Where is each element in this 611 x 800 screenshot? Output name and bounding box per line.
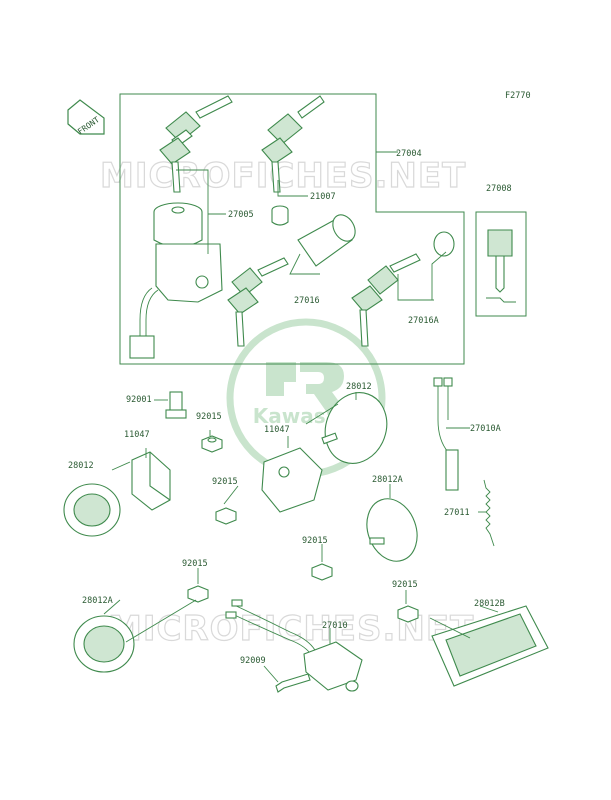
label-27005: 27005 xyxy=(228,210,254,220)
bracket-11047-middle xyxy=(261,447,323,513)
label-92015-c: 92015 xyxy=(302,536,328,546)
cap-21007 xyxy=(271,205,289,226)
figure-code: F2770 xyxy=(505,91,531,101)
key-pair-upper-left xyxy=(159,95,233,193)
label-28012a-left: 28012A xyxy=(82,596,113,606)
label-27016: 27016 xyxy=(294,296,320,306)
nut-92015-d xyxy=(187,585,209,603)
label-27004: 27004 xyxy=(396,149,422,159)
label-92015-a: 92015 xyxy=(196,412,222,422)
label-11047-a: 11047 xyxy=(124,430,150,440)
front-arrow-icon: FRONT xyxy=(67,99,105,136)
watermark-bottom: MICROFICHES.NET xyxy=(108,609,474,649)
bracket-11047-left xyxy=(131,451,171,511)
nut-92015-a xyxy=(201,435,223,453)
reflector-28012a-right xyxy=(366,498,418,562)
label-92015-d: 92015 xyxy=(182,559,208,569)
reflector-28012a-left xyxy=(73,615,135,673)
nut-92015-e xyxy=(397,605,419,623)
label-27011: 27011 xyxy=(444,508,470,518)
label-27010a: 27010A xyxy=(470,424,501,434)
switch-27010a xyxy=(433,377,459,491)
switch-27010 xyxy=(225,599,363,692)
leader-lines xyxy=(103,151,499,683)
label-28012-left: 28012 xyxy=(68,461,94,471)
label-11047-b: 11047 xyxy=(264,425,290,435)
label-92015-b: 92015 xyxy=(212,477,238,487)
key-blank-box xyxy=(475,211,527,317)
reflector-28012-left xyxy=(63,483,121,537)
lock-cylinder-27016a xyxy=(351,231,455,347)
ignition-set-frame xyxy=(119,93,465,365)
label-28012a-right: 28012A xyxy=(372,475,403,485)
label-21007: 21007 xyxy=(310,192,336,202)
ignition-switch-body xyxy=(129,202,223,359)
lock-cylinder-27016 xyxy=(227,214,356,347)
label-27008: 27008 xyxy=(486,184,512,194)
label-28012b: 28012B xyxy=(474,599,505,609)
bolt-92001 xyxy=(165,391,187,419)
watermark-top: MICROFICHES.NET xyxy=(100,156,466,196)
key-pair-upper-middle xyxy=(261,95,325,193)
nut-92015-c xyxy=(311,563,333,581)
label-28012-top: 28012 xyxy=(346,382,372,392)
label-27016a: 27016A xyxy=(408,316,439,326)
spring-27011 xyxy=(483,479,495,547)
key-blank-27008 xyxy=(486,229,516,303)
label-92009: 92009 xyxy=(240,656,266,666)
label-27010: 27010 xyxy=(322,621,348,631)
screw-92009 xyxy=(275,673,311,693)
reflector-28012-top xyxy=(321,392,388,464)
nut-92015-b xyxy=(215,507,237,525)
reflector-28012b xyxy=(431,605,549,687)
label-92001: 92001 xyxy=(126,395,152,405)
label-92015-e: 92015 xyxy=(392,580,418,590)
